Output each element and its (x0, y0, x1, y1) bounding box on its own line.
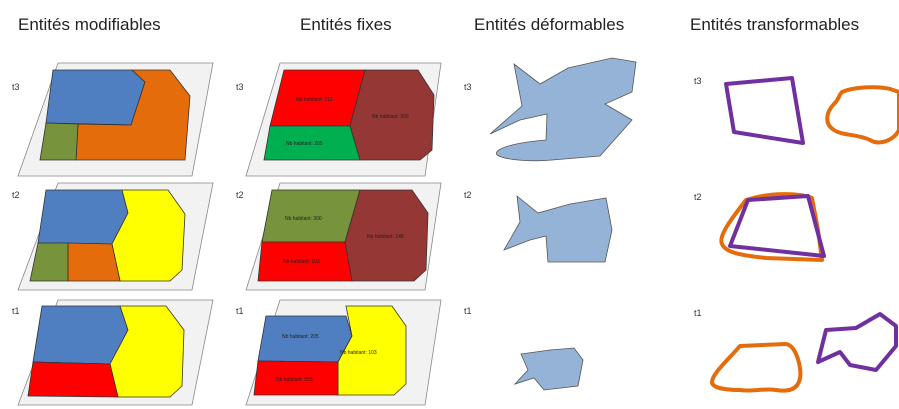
label-fix-t3: t3 (236, 82, 244, 92)
region-fix-t3-green (263, 125, 361, 161)
region-fix-t1-yellow (337, 305, 407, 396)
label-trans-t2: t2 (694, 192, 702, 202)
outline-trans-t2-orange (719, 192, 824, 262)
label-fix-t2: t2 (236, 190, 244, 200)
shape-def-t1 (513, 347, 584, 391)
region-mod-t2-yellow (111, 189, 186, 282)
label-fix-t2-red: Nb habitant: 103 (283, 259, 320, 265)
region-mod-t1-blue (32, 305, 129, 365)
region-mod-t3-olive (39, 122, 79, 161)
shape-def-t2 (503, 195, 613, 263)
outline-trans-t3-purple (724, 76, 805, 145)
label-fix-t3-red: Nb habitant: 212 (296, 97, 333, 103)
title-deformables: Entités déformables (474, 15, 624, 34)
region-mod-t2-orange (67, 242, 121, 282)
label-fix-t1: t1 (236, 306, 244, 316)
label-fix-t1-red: Nb habitant: 555 (276, 377, 313, 383)
outline-trans-t1-purple (816, 312, 898, 372)
label-fix-t1-yellow: Nb habitant: 103 (340, 350, 377, 356)
label-def-t2: t2 (464, 190, 472, 200)
label-mod-t2: t2 (12, 190, 20, 200)
label-mod-t1: t1 (12, 306, 20, 316)
title-fixes: Entités fixes (300, 15, 392, 34)
outline-trans-t3-orange (825, 85, 899, 145)
label-fix-t1-blue: Nb habitant: 205 (282, 334, 319, 340)
label-fix-t2-darkred: Nb habitant: 148 (367, 234, 404, 240)
title-modifiables: Entités modifiables (18, 15, 161, 34)
label-trans-t1: t1 (694, 308, 702, 318)
region-mod-t1-red (27, 361, 119, 398)
region-mod-t3-blue (45, 69, 146, 126)
region-mod-t2-blue (37, 189, 129, 245)
region-fix-t2-red (257, 241, 353, 282)
label-fix-t3-darkred: Nb habitant: 209 (372, 114, 409, 120)
label-def-t3: t3 (464, 82, 472, 92)
outline-trans-t1-orange (710, 342, 803, 393)
label-def-t1: t1 (464, 306, 472, 316)
region-mod-t1-yellow (109, 305, 185, 398)
outline-trans-t2-purple (728, 194, 826, 258)
label-trans-t3: t3 (694, 76, 702, 86)
label-fix-t2-olive: Nb habitant: 300 (285, 216, 322, 222)
label-mod-t3: t3 (12, 82, 20, 92)
title-transformables: Entités transformables (690, 15, 859, 34)
label-fix-t3-green: Nb habitant: 205 (286, 141, 323, 147)
shape-def-t3 (489, 57, 637, 162)
region-fix-t1-red (253, 360, 339, 396)
